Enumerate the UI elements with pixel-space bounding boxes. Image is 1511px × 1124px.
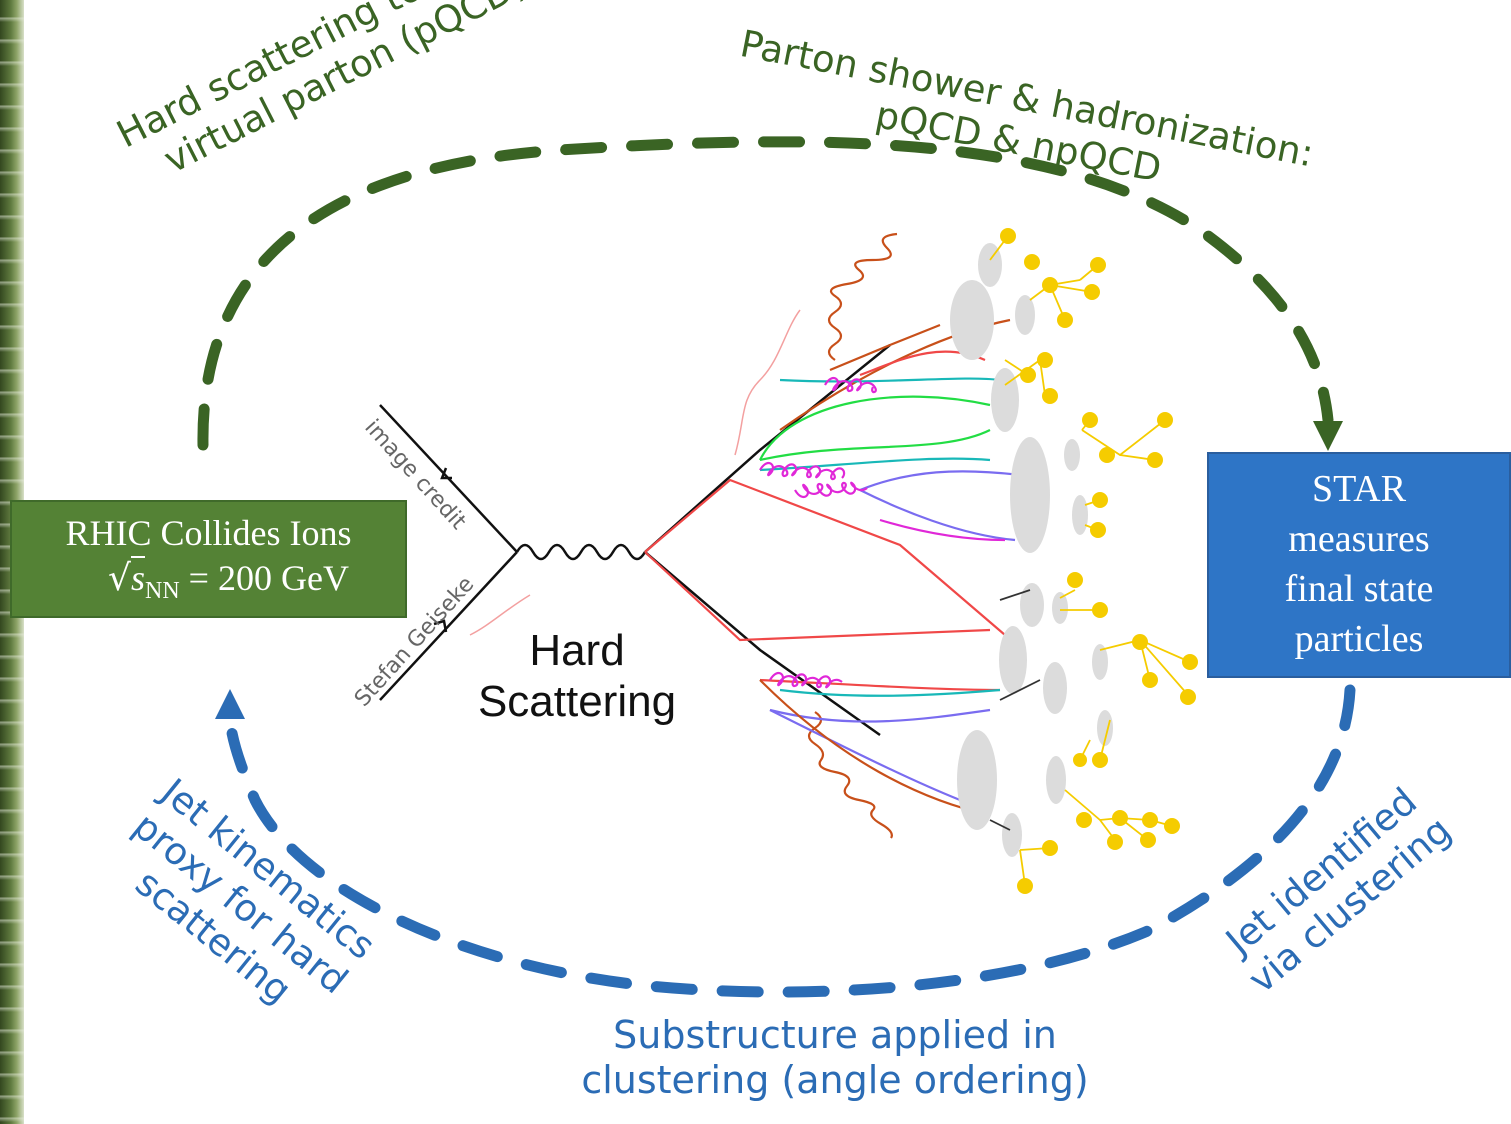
outgoing-partons	[644, 344, 891, 737]
hadron-connectors	[989, 235, 1191, 886]
gluon-lines	[759, 376, 877, 689]
hard-scattering-label: Hard Scattering	[462, 626, 692, 727]
rhic-box-line1: RHIC Collides Ions	[65, 513, 352, 554]
incoming-partons	[379, 404, 518, 701]
hard-scattering-label-line2: Scattering	[477, 676, 677, 726]
hadron-blobs	[950, 243, 1113, 857]
exchange-wavy-line	[515, 543, 647, 561]
star-box-line1: STAR	[1311, 468, 1407, 511]
star-box-line2: measures	[1288, 518, 1430, 561]
star-box-line3: final state	[1284, 568, 1434, 610]
green-dashed-arrow-top	[197, 136, 1343, 451]
substructure-caption-line1: Substructure applied in	[613, 1013, 1057, 1057]
star-box-line4: particles	[1294, 617, 1424, 660]
sqrt-s: s	[130, 555, 145, 598]
hard-scattering-label-line1: Hard	[529, 626, 625, 675]
photon-lines	[807, 232, 898, 839]
rhic-energy: = 200 GeV	[179, 557, 349, 598]
substructure-caption-line2: clustering (angle ordering)	[581, 1057, 1089, 1102]
blue-dashed-arrow-bottom	[215, 684, 1356, 998]
sqrt-symbol: √	[108, 557, 131, 599]
star-box: STAR measures final state particles	[1207, 452, 1511, 678]
final-state-particles	[1000, 228, 1198, 894]
rhic-subscript: NN	[145, 577, 180, 604]
rhic-box: RHIC Collides Ions √sNN = 200 GeV	[10, 500, 407, 618]
rhic-energy-formula: √sNN = 200 GeV	[68, 555, 349, 606]
substructure-caption: Substructure applied in clustering (angl…	[560, 1013, 1110, 1103]
soft-radiation	[469, 309, 801, 636]
